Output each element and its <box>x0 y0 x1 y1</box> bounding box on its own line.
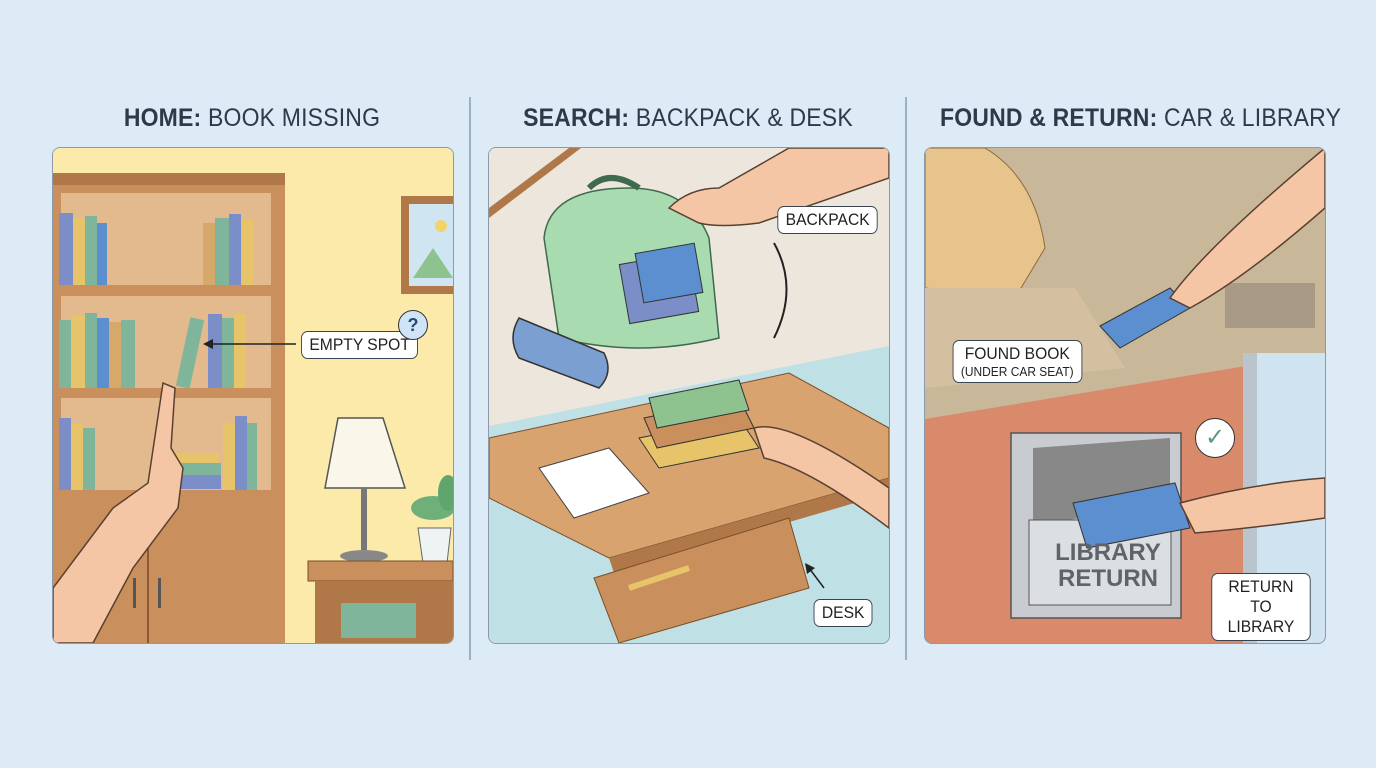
home-scene <box>53 148 453 643</box>
title-rest: BOOK MISSING <box>207 104 381 132</box>
title-bold: HOME: <box>123 104 202 132</box>
hand-pointing <box>53 381 184 643</box>
question-mark-icon: ? <box>398 310 428 340</box>
checkmark-icon: ✓ <box>1195 418 1235 458</box>
desk-label: DESK <box>813 599 873 627</box>
hand <box>667 148 889 227</box>
hand <box>1168 148 1325 309</box>
plant <box>411 475 453 564</box>
books <box>59 213 257 490</box>
panel-found-return: LIBRARY RETURN FOUND BOOK (UNDER CAR SEA… <box>924 147 1326 644</box>
side-table <box>307 560 453 643</box>
title-bold: SEARCH: <box>523 104 630 132</box>
backpack-label: BACKPACK <box>777 206 878 234</box>
found-book-text: FOUND BOOK <box>964 344 1070 363</box>
found-book-subtext: (UNDER CAR SEAT) <box>960 364 1074 379</box>
panel-title-search: SEARCH: BACKPACK & DESK <box>504 104 872 136</box>
lamp <box>324 417 407 562</box>
sign-line: RETURN <box>1058 565 1158 592</box>
hand <box>1178 477 1325 534</box>
floor-mat <box>1225 283 1315 328</box>
hand <box>753 426 889 529</box>
panel-title-home: HOME: BOOK MISSING <box>68 104 436 136</box>
desk-drawer <box>593 517 810 643</box>
panel-title-found-return: FOUND & RETURN: CAR & LIBRARY <box>940 104 1341 136</box>
divider <box>469 97 471 660</box>
library-book <box>1072 482 1191 549</box>
rotate-arrow <box>773 242 788 339</box>
divider <box>905 97 907 660</box>
return-to-library-label: RETURN TO LIBRARY <box>1211 573 1311 641</box>
pencil-case <box>512 317 609 389</box>
book-stack <box>638 379 760 469</box>
title-rest: BACKPACK & DESK <box>635 104 853 132</box>
backpack <box>543 175 720 349</box>
sign-line: LIBRARY <box>1055 539 1161 566</box>
library-return-sign: LIBRARY RETURN <box>1043 540 1173 592</box>
title-rest: CAR & LIBRARY <box>1164 104 1342 132</box>
title-bold: FOUND & RETURN: <box>940 104 1158 132</box>
panel-home: EMPTY SPOT ? <box>52 147 454 644</box>
found-book-label: FOUND BOOK (UNDER CAR SEAT) <box>952 340 1082 383</box>
search-scene <box>489 148 889 643</box>
empty-spot-label: EMPTY SPOT <box>301 331 419 359</box>
panel-search: BACKPACK DESK <box>488 147 890 644</box>
picture-frame <box>401 196 453 294</box>
car-seat <box>925 148 1046 299</box>
papers <box>538 447 650 519</box>
